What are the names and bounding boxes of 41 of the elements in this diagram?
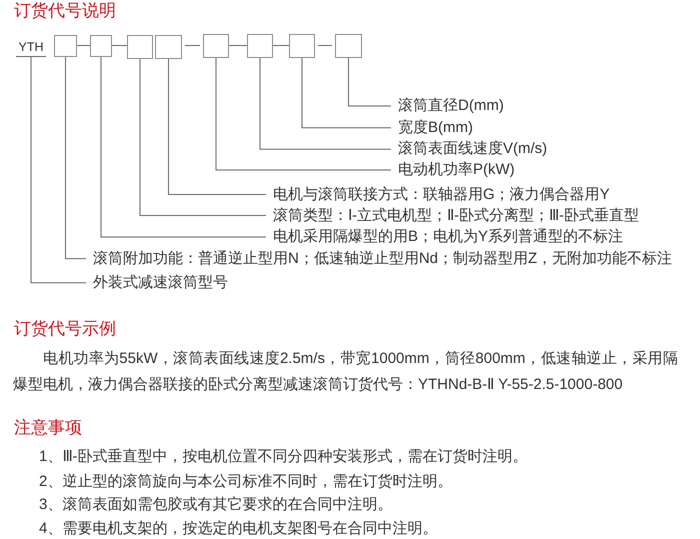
description-text: 滚筒类型：Ⅰ-立式电机型；Ⅱ-卧式分离型；Ⅲ-卧式垂直型 <box>273 206 639 226</box>
connector-line <box>112 45 128 46</box>
leader-line <box>140 58 266 216</box>
connector-line <box>228 45 248 46</box>
leader-line <box>100 56 266 238</box>
note-text: 2、逆止型的滚筒旋向与本公司标准不同时，需在订货时注明。 <box>39 472 452 492</box>
description-text: 滚筒附加功能：普通逆止型用N；低速轴逆止型用Nd；制动器型用Z，无附加功能不标注 <box>93 248 672 269</box>
note-text: 4、需要电机支架的，按选定的电机支架图号在合同中注明。 <box>39 518 438 539</box>
code-box <box>54 35 77 57</box>
note-text: 3、滚筒表面如需包胶或有其它要求的在合同中注明。 <box>39 495 392 515</box>
code-box <box>90 35 112 57</box>
note-text: 1、Ⅲ-卧式垂直型中，按电机位置不同分四种安装形式，需在订货时注明。 <box>39 447 528 467</box>
leader-line <box>302 58 392 128</box>
leader-line <box>168 58 266 195</box>
code-box <box>203 34 229 58</box>
connector-line <box>76 45 90 46</box>
leader-line <box>348 58 392 106</box>
section-heading: 订货代号示例 <box>14 318 116 340</box>
leader-line <box>216 58 392 170</box>
description-text: 滚筒表面线速度V(m/s) <box>398 139 548 160</box>
leader-line <box>30 56 86 284</box>
description-text: 宽度B(mm) <box>398 118 473 138</box>
connector-line <box>272 45 290 46</box>
connector-line <box>318 45 332 46</box>
section-heading: 注意事项 <box>14 417 82 439</box>
connector-line <box>184 45 200 46</box>
section-heading: 订货代号说明 <box>14 0 116 22</box>
code-box <box>289 34 315 58</box>
code-box <box>335 34 362 58</box>
code-box <box>155 35 182 59</box>
description-text: 电机采用隔爆型的用B；电机为Y系列普通型的不标注 <box>273 227 624 247</box>
paragraph: 电机功率为55kW，滚筒表面线速度2.5m/s，带宽1000mm，筒径800mm，低速轴逆止，采用隔爆型电机，液力偶合器联接的卧式分离型减速滚筒订货代号：YTHNd-B-Ⅱ Y-55-2.5-1000-800 <box>13 349 678 394</box>
description-text: 电机与滚筒联接方式：联轴器用G；液力偶合器用Y <box>273 184 610 204</box>
description-text: 电动机功率P(kW) <box>398 160 515 180</box>
description-text: 外装式减速滚筒型号 <box>93 272 228 293</box>
description-text: 滚筒直径D(mm) <box>398 96 504 116</box>
code-box <box>247 34 273 58</box>
leader-line <box>65 56 86 260</box>
leader-line <box>260 58 392 150</box>
code-box <box>127 35 153 59</box>
model-code-text: YTH <box>16 38 46 57</box>
